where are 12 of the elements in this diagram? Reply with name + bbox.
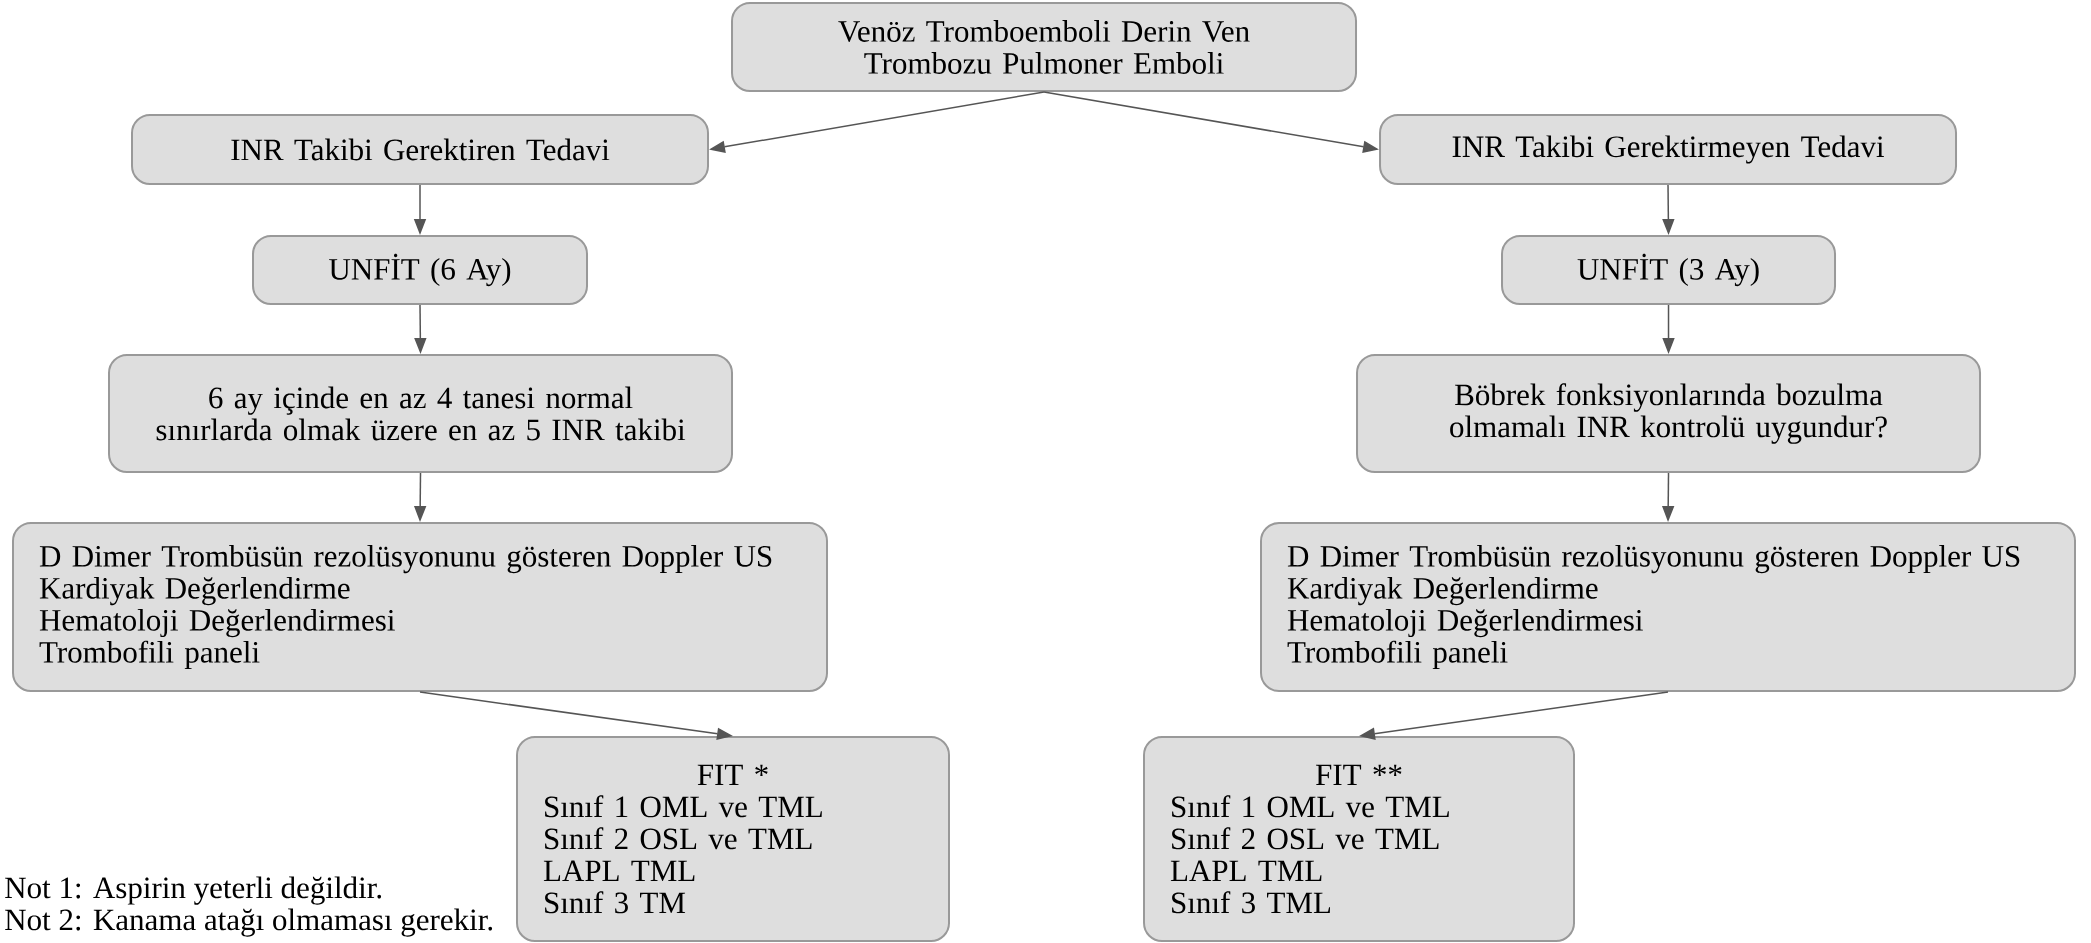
process-box: D Dimer Trombüsün rezolüsyonunu gösteren Doppler US Kardiyak Değerlendirme Hematoloji Değerlendirmesi Trombofili paneli <box>12 522 828 692</box>
process-box: FIT ** Sınıf 1 OML ve TML Sınıf 2 OSL ve TML LAPL TML Sınıf 3 TML <box>1143 736 1575 942</box>
process-box: INR Takibi Gerektiren Tedavi <box>131 114 709 185</box>
process-box: INR Takibi Gerektirmeyen Tedavi <box>1379 114 1957 185</box>
process-box: UNFİT (6 Ay) <box>252 235 588 305</box>
process-box: Venöz Tromboemboli Derin Ven Trombozu Pulmoner Emboli <box>731 2 1357 92</box>
note-text: Not 1: Aspirin yeterli değildir. <box>5 876 382 905</box>
process-box: D Dimer Trombüsün rezolüsyonunu gösteren Doppler US Kardiyak Değerlendirme Hematoloji Değerlendirmesi Trombofili paneli <box>1260 522 2076 692</box>
process-box: UNFİT (3 Ay) <box>1501 235 1836 305</box>
process-box: Böbrek fonksiyonlarında bozulma olmamalı INR kontrolü uygundur? <box>1356 354 1981 473</box>
process-box: FIT * Sınıf 1 OML ve TML Sınıf 2 OSL ve TML LAPL TML Sınıf 3 TM <box>516 736 950 942</box>
process-box: 6 ay içinde en az 4 tanesi normal sınırlarda olmak üzere en az 5 INR takibi <box>108 354 733 473</box>
